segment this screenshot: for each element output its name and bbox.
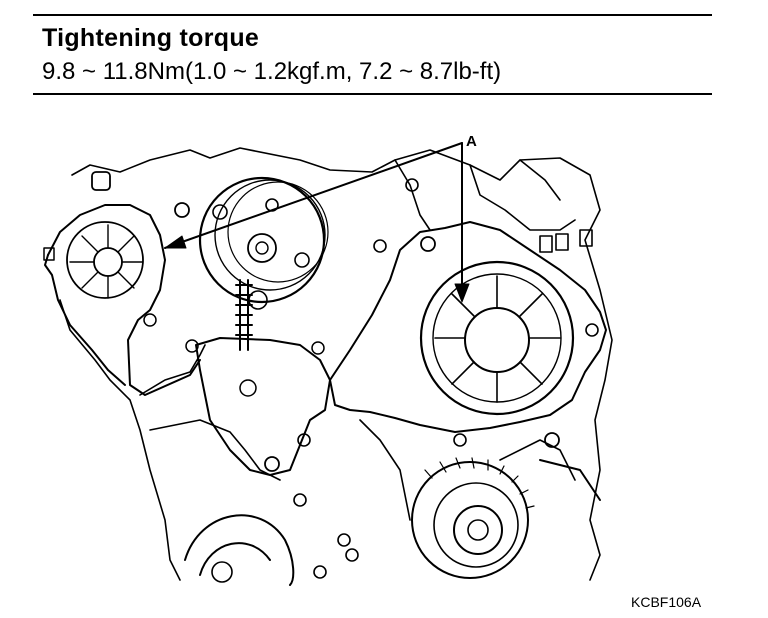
bracket [185,279,331,476]
torque-title: Tightening torque [42,24,260,52]
alternator [411,432,601,579]
header-top-rule [33,14,712,16]
callout-leaders [164,142,470,303]
torque-spec: 9.8 ~ 11.8Nm(1.0 ~ 1.2kgf.m, 7.2 ~ 8.7lb… [42,58,502,85]
engine-block [59,147,613,581]
callout-label-a: A [466,133,477,150]
cover-a-left [43,171,201,396]
pulley-top [198,176,329,310]
figure-code: KCBF106A [631,594,702,610]
cover-a-right [329,178,607,447]
header-bottom-rule [33,93,712,95]
crank-pulley [184,493,359,586]
